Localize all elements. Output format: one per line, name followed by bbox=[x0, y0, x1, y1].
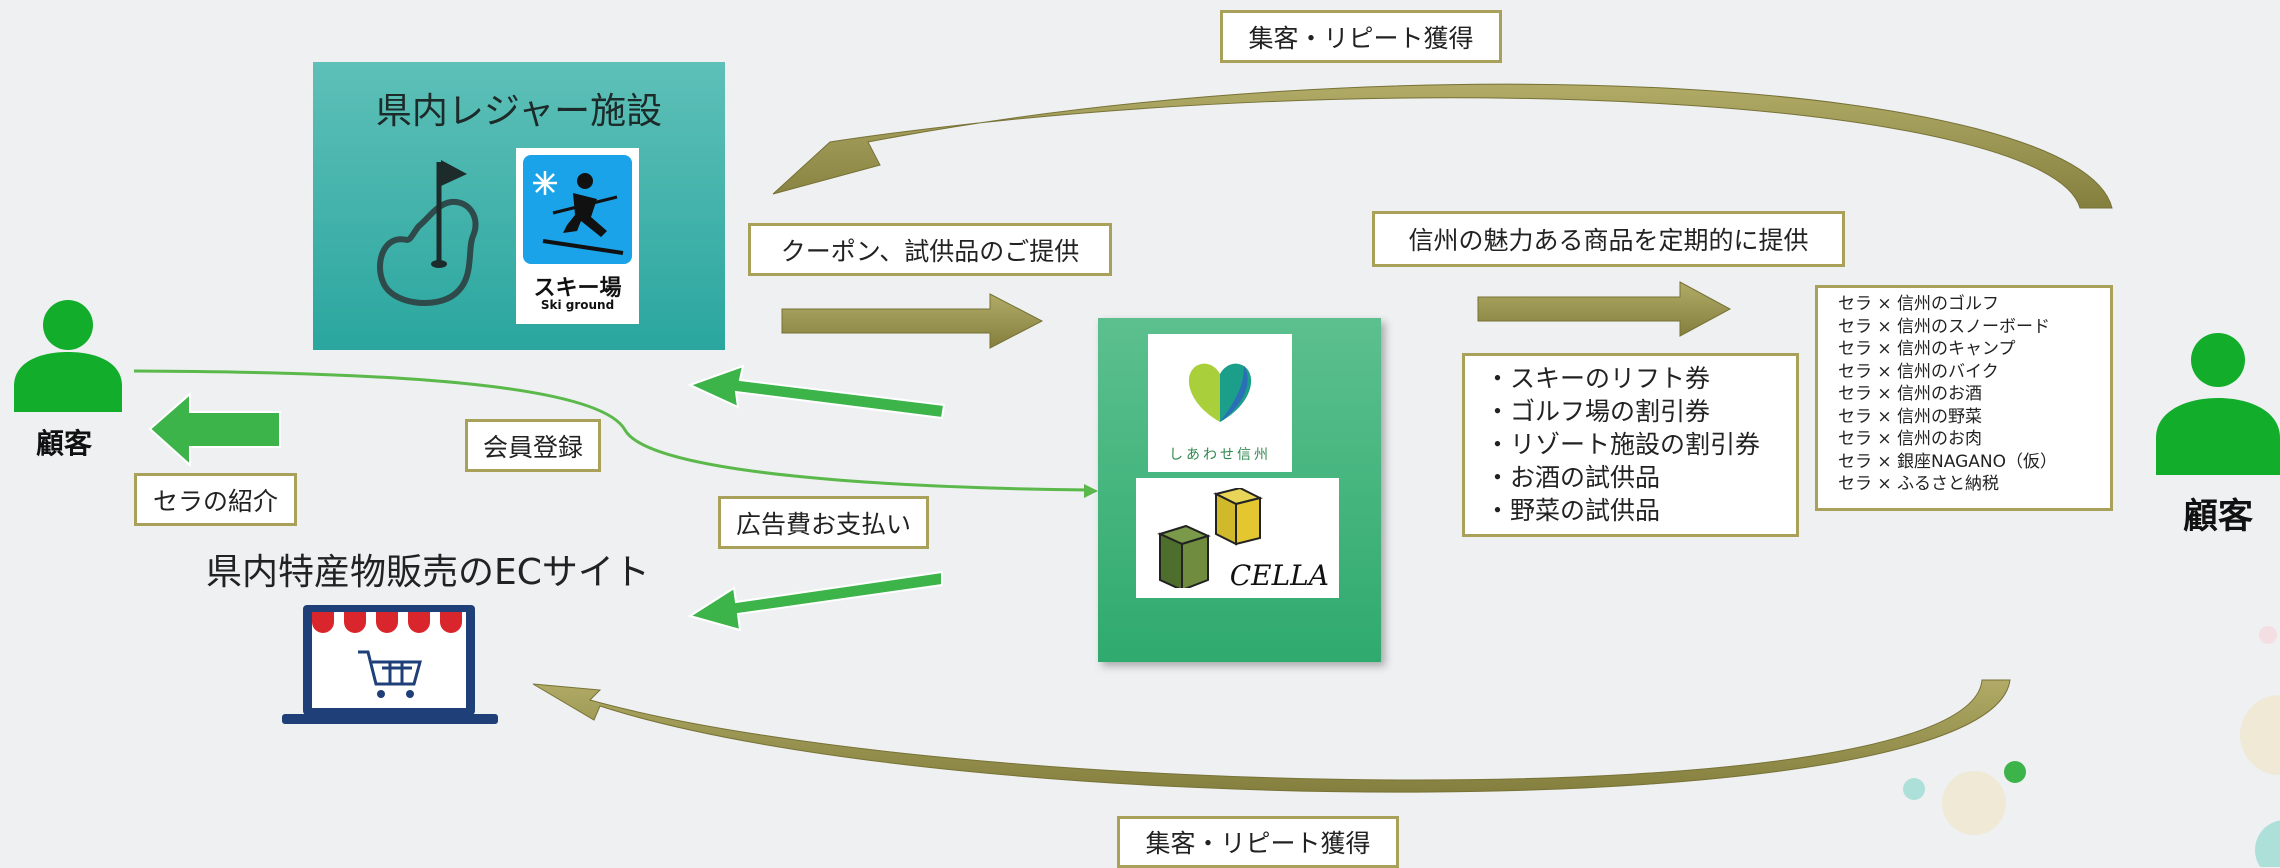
cubes-icon bbox=[1157, 488, 1263, 588]
registration-line-head bbox=[1084, 484, 1098, 498]
list-item: セラ × 銀座NAGANO（仮） bbox=[1838, 451, 2057, 472]
decorative-circles bbox=[1903, 626, 2280, 867]
member-registration-label: 会員登録 bbox=[465, 419, 601, 472]
offers-list: ・スキーのリフト券 ・ゴルフ場の割引券 ・リゾート施設の割引券 ・お酒の試供品 … bbox=[1462, 353, 1799, 537]
cart-icon bbox=[358, 650, 422, 686]
products-list: セラ × 信州のゴルフ セラ × 信州のスノーボード セラ × 信州のキャンプ … bbox=[1815, 285, 2113, 511]
list-item: セラ × ふるさと納税 bbox=[1838, 474, 2000, 494]
bottom-loop-label: 集客・リピート獲得 bbox=[1117, 816, 1399, 868]
cella-intro-label: セラの紹介 bbox=[134, 473, 297, 526]
ski-ground-sign: スキー場 Ski ground bbox=[516, 148, 639, 324]
list-item: セラ × 信州のスノーボード bbox=[1838, 316, 2051, 337]
list-item: セラ × 信州のゴルフ bbox=[1838, 294, 2000, 314]
coupon-label: クーポン、試供品のご提供 bbox=[748, 223, 1112, 276]
top-loop-label: 集客・リピート獲得 bbox=[1220, 10, 1502, 63]
center-platform-panel: しあわせ信州 CELLA bbox=[1098, 318, 1381, 662]
person-icon-right bbox=[2156, 333, 2280, 475]
green-arrow-adfee bbox=[687, 570, 943, 632]
heart-leaf-icon bbox=[1188, 363, 1252, 422]
green-arrow-member bbox=[687, 364, 946, 420]
list-item: ・お酒の試供品 bbox=[1485, 463, 1661, 492]
cella-logo: CELLA bbox=[1136, 478, 1339, 598]
skier-icon bbox=[523, 155, 632, 264]
list-item: セラ × 信州のお酒 bbox=[1838, 384, 1983, 404]
customer-right-label: 顧客 bbox=[2183, 497, 2254, 537]
list-item: ・スキーのリフト券 bbox=[1485, 364, 1711, 393]
ec-laptop-icon bbox=[282, 605, 498, 724]
list-item: ・野菜の試供品 bbox=[1485, 496, 1661, 525]
olive-arrow-products bbox=[1477, 281, 1732, 337]
leisure-facility-panel: 県内レジャー施設 スキー場 Ski ground bbox=[313, 62, 725, 350]
list-item: セラ × 信州のバイク bbox=[1838, 361, 1999, 382]
golf-icon bbox=[377, 160, 479, 307]
logo1-text: しあわせ信州 bbox=[1169, 447, 1271, 463]
leisure-title: 県内レジャー施設 bbox=[375, 91, 663, 132]
ski-sign-main-text: スキー場 bbox=[533, 276, 622, 301]
bottom-loop-arrow bbox=[532, 679, 2011, 793]
top-loop-arrow bbox=[772, 83, 2113, 209]
ec-site-title: 県内特産物販売のECサイト bbox=[206, 552, 650, 593]
customer-left-label: 顧客 bbox=[36, 427, 93, 460]
registration-line bbox=[133, 369, 1091, 492]
logo2-text: CELLA bbox=[1229, 559, 1329, 592]
green-arrow-intro bbox=[148, 391, 281, 468]
list-item: ・リゾート施設の割引券 bbox=[1485, 430, 1761, 459]
list-item: セラ × 信州のお肉 bbox=[1838, 429, 1983, 449]
ski-sign-sub-text: Ski ground bbox=[540, 298, 615, 312]
list-item: セラ × 信州の野菜 bbox=[1838, 406, 1983, 427]
shiawase-shinshu-logo: しあわせ信州 bbox=[1148, 334, 1292, 472]
olive-arrow-coupon bbox=[781, 293, 1044, 349]
list-item: ・ゴルフ場の割引券 bbox=[1485, 397, 1711, 426]
list-item: セラ × 信州のキャンプ bbox=[1838, 339, 2016, 359]
person-icon-left bbox=[14, 300, 122, 412]
ad-fee-label: 広告費お支払い bbox=[718, 496, 929, 549]
shinshu-products-label: 信州の魅力ある商品を定期的に提供 bbox=[1372, 211, 1845, 267]
